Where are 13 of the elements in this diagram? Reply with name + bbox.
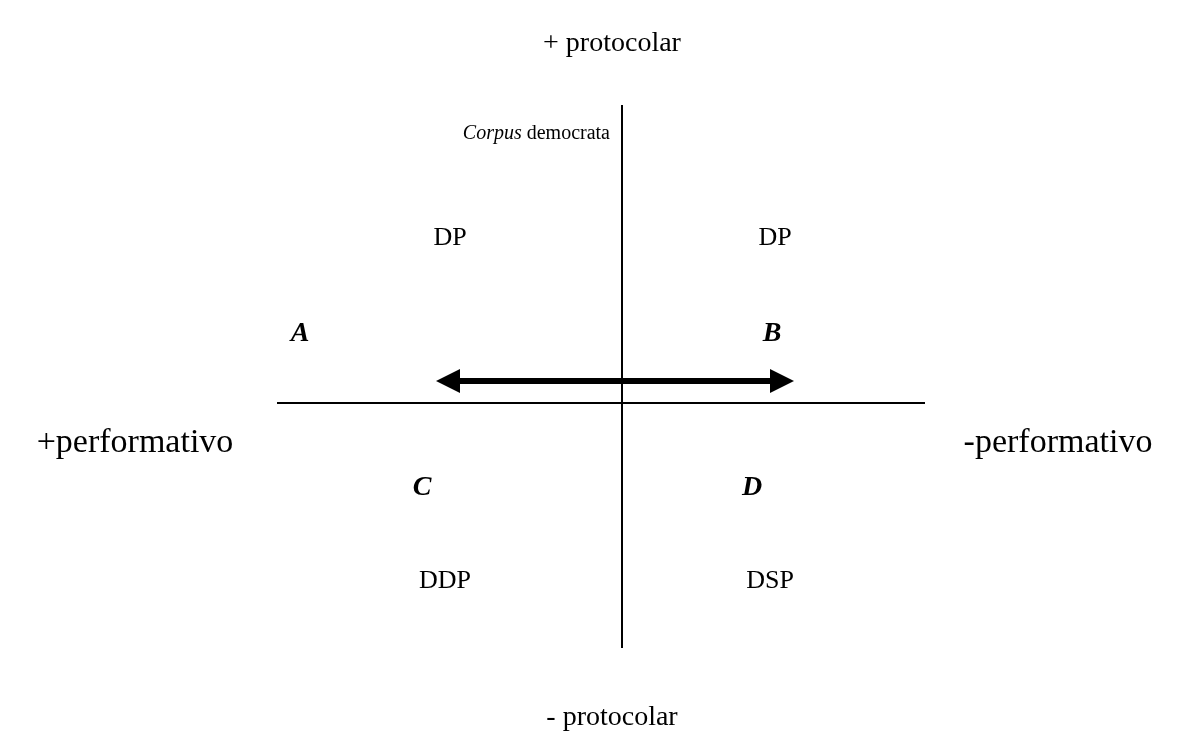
quadrant-label: DSP [746,567,794,593]
quadrant-label: DDP [419,567,471,593]
quadrant-letter: D [741,472,763,500]
quadrant-label: DP [758,224,792,250]
axis-label: -performativo [963,424,1153,458]
quadrant-letter: A [290,318,310,346]
quadrant-letter: B [762,318,782,346]
axis-label: - protocolar [546,702,678,730]
quadrant-heading: Corpus democrata [462,122,610,142]
quadrant-label: DP [433,224,467,250]
quadrant-letter: C [412,472,432,500]
axis-label: + protocolar [543,28,681,56]
axis-label: +performativo [36,424,234,458]
